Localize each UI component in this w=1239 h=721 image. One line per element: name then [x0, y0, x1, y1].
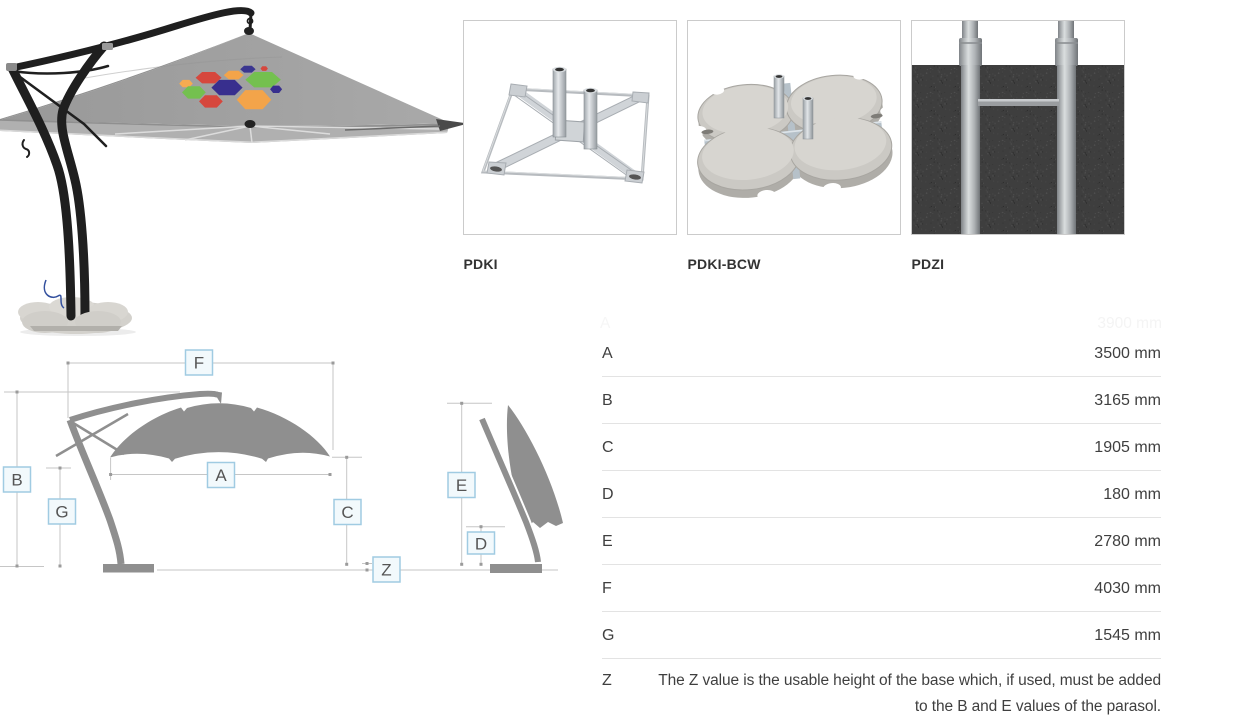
svg-text:G: G [55, 503, 68, 522]
svg-text:F: F [194, 354, 204, 373]
svg-text:E: E [456, 476, 467, 495]
svg-text:A: A [215, 466, 227, 485]
svg-text:D: D [475, 535, 487, 554]
svg-text:C: C [341, 503, 353, 522]
svg-text:Z: Z [381, 561, 391, 580]
svg-text:B: B [11, 471, 22, 490]
